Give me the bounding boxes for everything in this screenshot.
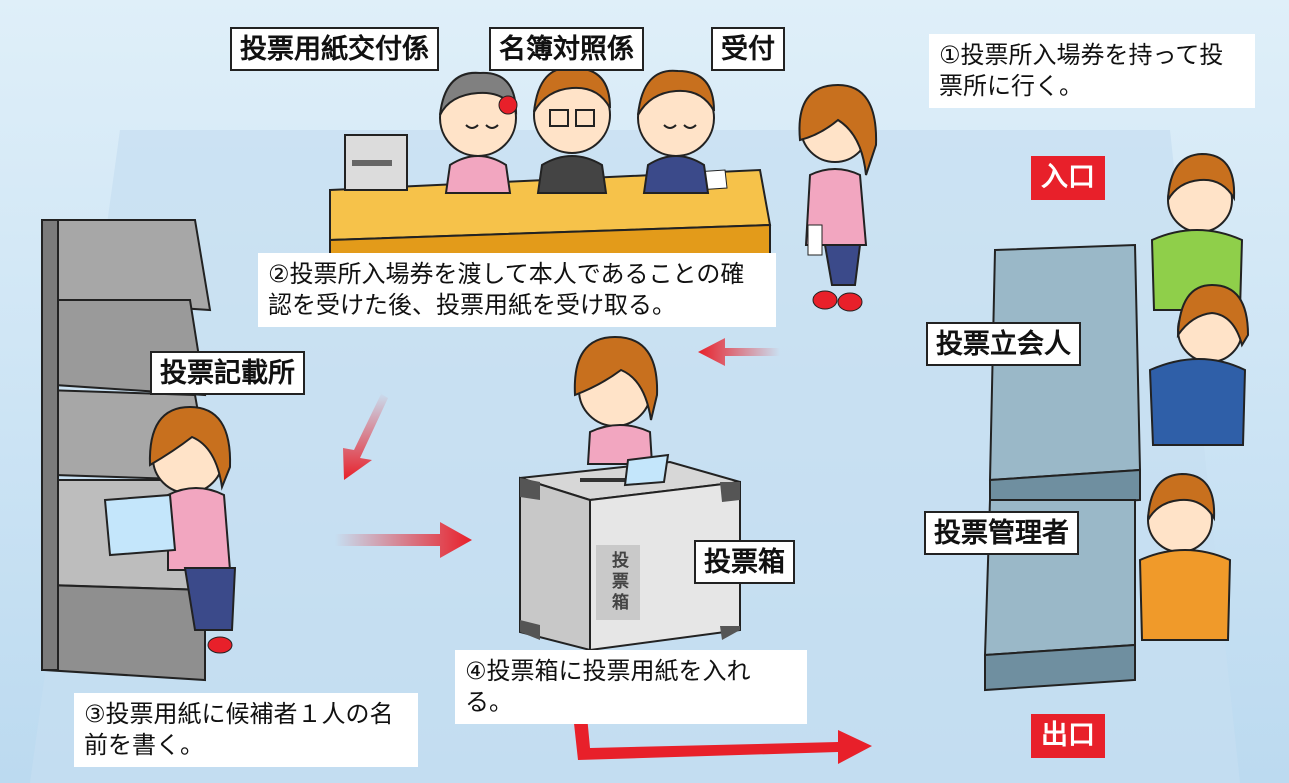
ballot-box-marking: 投票箱 <box>596 545 640 620</box>
arrow-to-ballot-box <box>335 522 472 558</box>
writing-booth <box>41 219 212 682</box>
staff-person <box>637 69 715 194</box>
arrow-to-booth <box>343 392 388 480</box>
staff-person <box>439 71 518 194</box>
step-2-note: ②投票所入場券を渡して本人であることの確認を受けた後、投票用紙を受け取る。 <box>258 253 776 328</box>
witness-label: 投票立会人 <box>926 322 1081 366</box>
voter-casting <box>573 335 670 487</box>
step-1-note: ①投票所入場券を持って投票所に行く。 <box>929 34 1255 109</box>
exit-label: 出口 <box>1031 714 1105 759</box>
step-4-note: ④投票箱に投票用紙を入れる。 <box>455 650 807 725</box>
writing-booth-label: 投票記載所 <box>150 351 305 395</box>
witness-person <box>1148 283 1250 446</box>
voter-writing <box>103 405 237 654</box>
flow-arrows <box>335 338 872 764</box>
entrance-label: 入口 <box>1031 156 1105 201</box>
step-3-note: ③投票用紙に候補者１人の名前を書く。 <box>74 693 418 768</box>
manager-person <box>1138 472 1232 641</box>
arrow-to-exit <box>572 705 872 764</box>
issuer-label: 投票用紙交付係 <box>230 27 439 71</box>
voter-arriving <box>798 83 878 312</box>
reception-label: 受付 <box>711 27 785 71</box>
staff-person <box>533 66 611 194</box>
ballot-box-label: 投票箱 <box>694 540 795 584</box>
witness-partitions <box>983 243 1142 692</box>
register-label: 名簿対照係 <box>489 27 644 71</box>
arrow-to-desk <box>698 338 780 366</box>
manager-label: 投票管理者 <box>924 511 1079 555</box>
